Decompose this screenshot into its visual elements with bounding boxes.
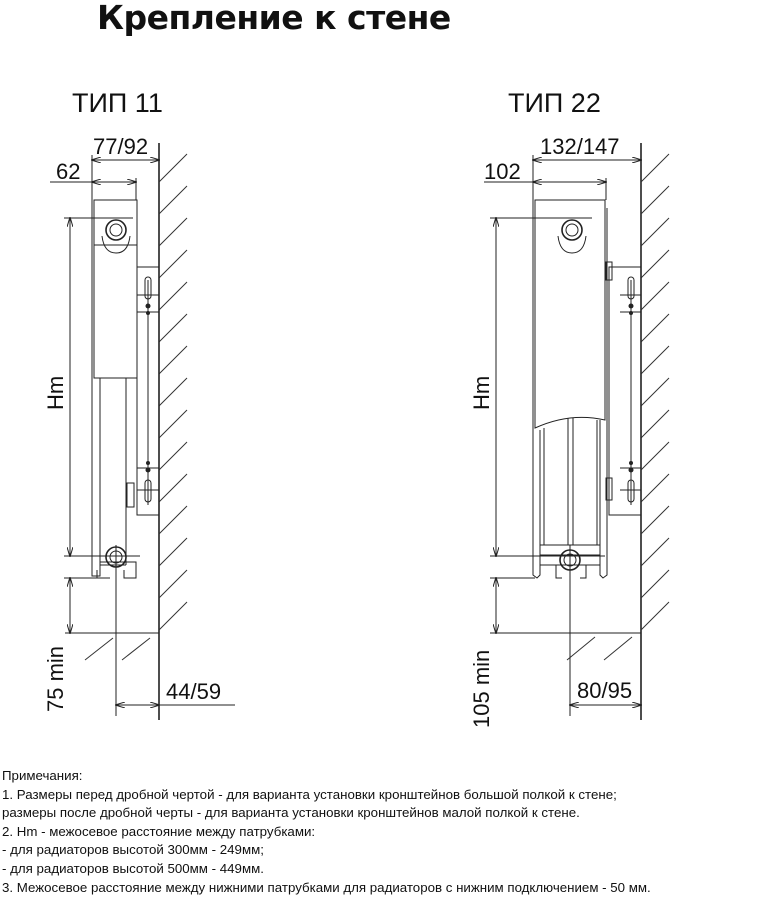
type11-top-pipe [105,219,127,241]
hatch-line [640,441,670,471]
note-line: 3. Межосевое расстояние между нижними па… [2,879,651,895]
hatch-line [158,473,188,503]
hatch-line [640,153,670,183]
hatch-line [640,313,670,343]
type22-wall-offset-dim: 80/95 [577,678,632,703]
type22-body-dim: 102 [484,159,521,184]
type22-label: ТИП 22 [508,88,601,118]
type22-depth-dim: 132/147 [540,134,620,159]
note-line: - для радиаторов высотой 500мм - 449мм. [2,860,264,876]
hatch-line [640,569,670,599]
hatch-line [158,313,188,343]
type11-hm-dim: Hm [43,376,68,410]
hatch-line [640,377,670,407]
hatch-line [640,537,670,567]
note-line: 2. Hm - межосевое расстояние между патру… [2,823,316,839]
notes: Примечания: 1. Размеры перед дробной чер… [2,767,651,897]
type11-wall-hatch [158,153,188,631]
page-title: Крепление к стене [97,0,451,37]
hatch-line [640,473,670,503]
hatch-line [640,505,670,535]
type22-top-pipe [561,219,583,241]
hatch-line [158,345,188,375]
hatch-line [158,153,188,183]
hatch-line [158,217,188,247]
type11-radiator [91,199,138,579]
hatch-line [158,537,188,567]
type11-bracket [136,266,160,516]
type11-label: ТИП 11 [72,88,163,118]
type22-floor-dim: 105 min [469,650,494,728]
hatch-line [640,345,670,375]
hatch-line [640,249,670,279]
hatch-line [640,217,670,247]
hatch-line [158,569,188,599]
hatch-line [158,505,188,535]
hatch-line [158,441,188,471]
notes-heading: Примечания: [2,768,83,783]
mounting-drawing: ТИП 11 [43,88,670,728]
note-line: размеры после дробной черты - для вариан… [2,805,580,821]
type22-drawing: ТИП 22 [469,88,670,728]
hatch-line [158,409,188,439]
hatch-line [640,185,670,215]
type11-depth-dim: 77/92 [93,134,148,159]
type11-wall-offset-dim: 44/59 [166,679,221,704]
hatch-line [158,377,188,407]
type22-radiator [532,199,613,579]
hatch-line [158,249,188,279]
hatch-line [640,281,670,311]
note-line: 1. Размеры перед дробной чертой - для ва… [2,786,617,802]
type11-floor-dim: 75 min [43,646,68,712]
hatch-line [640,601,670,631]
hatch-line [158,601,188,631]
hatch-line [158,185,188,215]
type11-body-dim: 62 [56,159,80,184]
type22-bracket [608,266,642,516]
hatch-line [158,281,188,311]
hatch-line [640,409,670,439]
type22-wall-hatch [640,153,670,631]
type22-hm-dim: Hm [469,376,494,410]
type11-drawing: ТИП 11 [43,88,235,720]
note-line: - для радиаторов высотой 300мм - 249мм; [2,842,264,858]
